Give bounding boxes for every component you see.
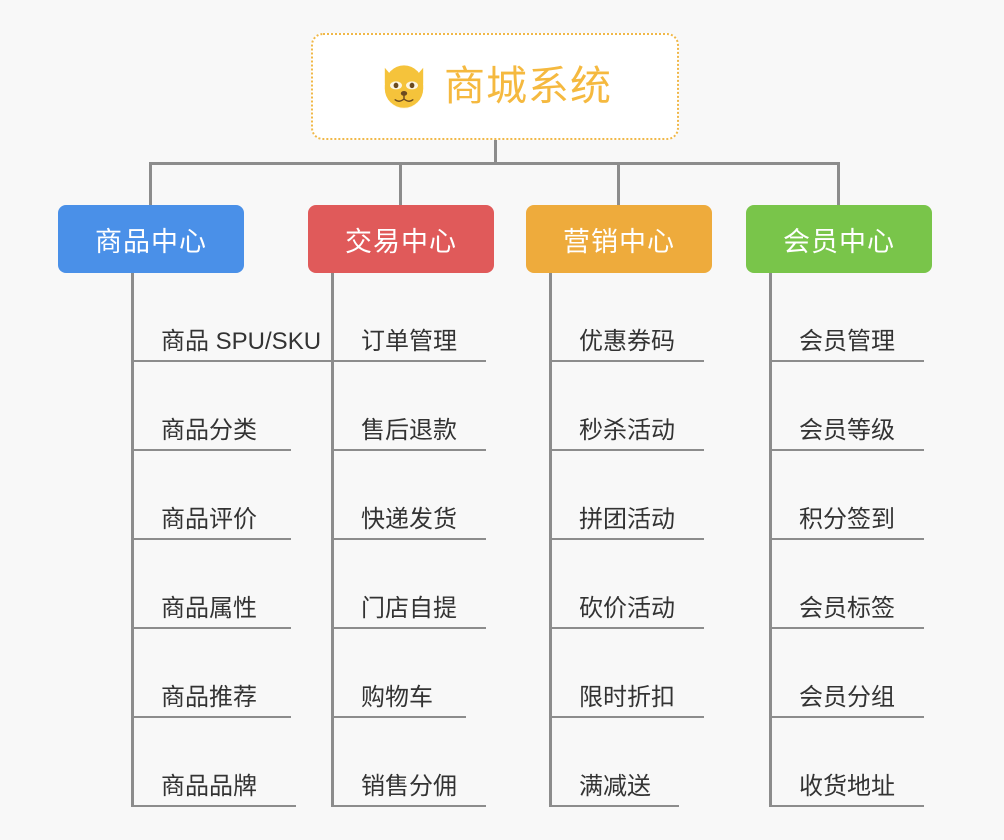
branch-head-label-4: 会员中心 xyxy=(783,226,895,257)
root-title: 商城系统 xyxy=(444,63,612,109)
leaf-item-label: 商品属性 xyxy=(161,594,257,622)
leaf-item-label: 优惠券码 xyxy=(579,327,675,355)
leaf-item-label: 商品评价 xyxy=(161,505,257,533)
leaf-item[interactable]: 会员管理 xyxy=(769,273,924,362)
branch-head-label-2: 交易中心 xyxy=(345,226,457,257)
branch-head-4[interactable]: 会员中心 xyxy=(746,205,932,273)
leaf-item[interactable]: 积分签到 xyxy=(769,451,924,540)
leaf-item[interactable]: 会员分组 xyxy=(769,629,924,718)
leaf-item-label: 会员管理 xyxy=(799,327,895,355)
leaf-item[interactable]: 拼团活动 xyxy=(549,451,704,540)
leaf-item-label: 拼团活动 xyxy=(579,505,675,533)
leaf-item-label: 门店自提 xyxy=(361,594,457,622)
branch-drop-connector-4 xyxy=(837,162,840,206)
leaf-item-label: 商品分类 xyxy=(161,416,257,444)
branch-trunk-4 xyxy=(769,273,772,807)
leaf-item-label: 满减送 xyxy=(579,772,651,800)
branch-head-2[interactable]: 交易中心 xyxy=(308,205,494,273)
leaf-item[interactable]: 收货地址 xyxy=(769,718,924,807)
leaf-item[interactable]: 砍价活动 xyxy=(549,540,704,629)
leaf-item-label: 购物车 xyxy=(361,683,433,711)
leaf-item[interactable]: 满减送 xyxy=(549,718,679,807)
leaf-item[interactable]: 销售分佣 xyxy=(331,718,486,807)
leaf-item[interactable]: 商品 SPU/SKU xyxy=(131,273,339,362)
leaf-item[interactable]: 限时折扣 xyxy=(549,629,704,718)
branch-bus-connector xyxy=(149,162,840,165)
leaf-item-label: 秒杀活动 xyxy=(579,416,675,444)
leaf-list-3: 优惠券码秒杀活动拼团活动砍价活动限时折扣满减送 xyxy=(549,273,704,807)
leaf-item-label: 收货地址 xyxy=(799,772,895,800)
leaf-item-label: 售后退款 xyxy=(361,416,457,444)
leaf-item-label: 会员等级 xyxy=(799,416,895,444)
branch-drop-connector-1 xyxy=(149,162,152,206)
branch-drop-connector-3 xyxy=(617,162,620,206)
leaf-item[interactable]: 快递发货 xyxy=(331,451,486,540)
branch-head-label-1: 商品中心 xyxy=(95,226,207,257)
leaf-item[interactable]: 商品品牌 xyxy=(131,718,296,807)
leaf-item[interactable]: 商品评价 xyxy=(131,451,291,540)
leaf-list-2: 订单管理售后退款快递发货门店自提购物车销售分佣 xyxy=(331,273,486,807)
branch-drop-connector-2 xyxy=(399,162,402,206)
root-node[interactable]: 商城系统 xyxy=(311,33,679,140)
leaf-item[interactable]: 门店自提 xyxy=(331,540,486,629)
leaf-list-4: 会员管理会员等级积分签到会员标签会员分组收货地址 xyxy=(769,273,924,807)
leaf-item-label: 订单管理 xyxy=(361,327,457,355)
dog-face-icon xyxy=(384,64,424,109)
leaf-item-label: 限时折扣 xyxy=(579,683,675,711)
root-stem-connector xyxy=(494,140,497,164)
branch-head-label-3: 营销中心 xyxy=(563,226,675,257)
leaf-item-label: 会员标签 xyxy=(799,594,895,622)
leaf-item[interactable]: 会员标签 xyxy=(769,540,924,629)
leaf-item[interactable]: 商品属性 xyxy=(131,540,291,629)
branch-trunk-3 xyxy=(549,273,552,807)
leaf-item-label: 快递发货 xyxy=(361,505,457,533)
leaf-item[interactable]: 优惠券码 xyxy=(549,273,704,362)
branch-trunk-1 xyxy=(131,273,134,807)
branch-trunk-2 xyxy=(331,273,334,807)
leaf-item-label: 销售分佣 xyxy=(361,772,457,800)
branch-head-1[interactable]: 商品中心 xyxy=(58,205,244,273)
leaf-item[interactable]: 会员等级 xyxy=(769,362,924,451)
leaf-item-label: 砍价活动 xyxy=(579,594,675,622)
leaf-item-label: 商品 SPU/SKU xyxy=(161,327,322,355)
leaf-item[interactable]: 购物车 xyxy=(331,629,466,718)
leaf-item[interactable]: 秒杀活动 xyxy=(549,362,704,451)
leaf-item-label: 商品推荐 xyxy=(161,683,257,711)
branch-head-3[interactable]: 营销中心 xyxy=(526,205,712,273)
leaf-item[interactable]: 商品分类 xyxy=(131,362,291,451)
leaf-item[interactable]: 订单管理 xyxy=(331,273,486,362)
leaf-item[interactable]: 售后退款 xyxy=(331,362,486,451)
leaf-list-1: 商品 SPU/SKU 商品分类商品评价商品属性商品推荐商品品牌 xyxy=(131,273,339,807)
leaf-item[interactable]: 商品推荐 xyxy=(131,629,291,718)
leaf-item-label: 商品品牌 xyxy=(161,772,257,800)
leaf-item-label: 积分签到 xyxy=(799,505,895,533)
leaf-item-label: 会员分组 xyxy=(799,683,895,711)
